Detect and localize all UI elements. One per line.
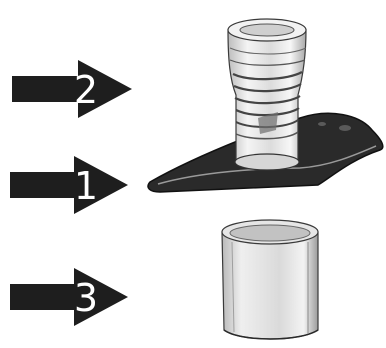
arrow-3-shape	[10, 268, 128, 326]
callout-arrow-1: 1	[10, 156, 128, 214]
part-3-sleeve	[221, 219, 319, 340]
arrow-2-shape	[12, 60, 132, 118]
callout-arrow-3: 3	[10, 268, 128, 326]
arrow-1-shape	[10, 156, 128, 214]
part-2-threaded-tube	[227, 18, 307, 171]
arrow-3-label: 3	[74, 276, 98, 320]
callout-arrow-2: 2	[12, 60, 132, 118]
arrow-2-label: 2	[74, 68, 98, 112]
arrow-1-label: 1	[74, 164, 98, 208]
